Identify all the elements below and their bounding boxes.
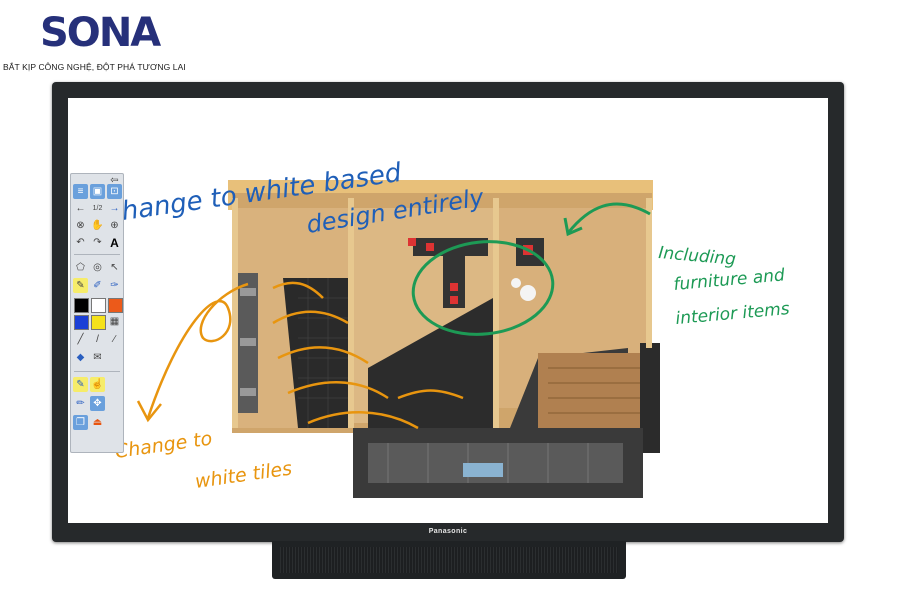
ink-annotations: hange to white based design entirely Inc… — [114, 158, 791, 493]
color-blue-swatch[interactable] — [74, 315, 89, 330]
whiteboard-screen[interactable]: hange to white based design entirely Inc… — [68, 98, 828, 523]
panasonic-brand: Panasonic — [428, 528, 468, 535]
collapse-icon[interactable]: ⇦ — [110, 175, 119, 186]
exit-icon[interactable]: ⏏ — [92, 417, 103, 428]
color-orange-swatch[interactable] — [108, 298, 123, 313]
display-frame: hange to white based design entirely Inc… — [52, 82, 844, 542]
whiteboard-toolbar: ⇦ ≡ ▣ ⊡ ← 1/2 → ⊗ ✋ ⊕ ↶ ↷ A ⬠ ◎ ↖ ✎ ✐ ✑ … — [70, 173, 124, 453]
color-black-swatch[interactable] — [74, 298, 89, 313]
redo-icon[interactable]: ↷ — [93, 237, 102, 248]
orange-tile-marks — [272, 281, 464, 430]
grid-icon[interactable]: ▦ — [109, 316, 120, 327]
color-yellow-swatch[interactable] — [91, 315, 106, 330]
mouse-mode-icon[interactable]: ☝ — [90, 377, 105, 392]
highlighter-icon[interactable]: ✑ — [110, 280, 119, 291]
eraser-icon[interactable]: ◆ — [76, 352, 85, 363]
annotation-right-line3: interior items — [675, 299, 791, 329]
arrow-right-icon[interactable]: → — [109, 203, 120, 214]
page-list-icon[interactable]: ≡ — [73, 184, 88, 199]
logo-text: SONA — [40, 10, 161, 55]
capture-icon[interactable]: ⊡ — [107, 184, 122, 199]
zoom-icon[interactable]: ⊕ — [110, 220, 119, 231]
pen-icon[interactable]: ✎ — [73, 278, 88, 293]
annotation-left-line2: white tiles — [194, 458, 294, 493]
line-thin-icon[interactable]: ∕ — [113, 334, 116, 345]
arrow-left-icon[interactable]: ← — [75, 203, 86, 214]
orange-arrow-mark — [146, 282, 249, 419]
sona-logo: SONA — [40, 10, 163, 55]
select-arrow-icon[interactable]: ↖ — [110, 262, 119, 273]
pen-settings-icon[interactable]: ✏ — [76, 398, 85, 409]
annotation-left-line1: Change to — [114, 428, 214, 463]
envelope-icon[interactable]: ✉ — [93, 352, 102, 363]
hand-icon[interactable]: ✋ — [91, 220, 104, 231]
copy-icon[interactable]: ❐ — [73, 415, 88, 430]
marker-icon[interactable]: ✐ — [93, 280, 102, 291]
image-icon[interactable]: ▣ — [90, 184, 105, 199]
line-thick-icon[interactable]: ╱ — [77, 334, 84, 345]
line-medium-icon[interactable]: / — [96, 334, 99, 345]
green-arrow-mark — [566, 202, 651, 234]
undo-icon[interactable]: ↶ — [76, 237, 85, 248]
lasso-icon[interactable]: ◎ — [93, 262, 102, 273]
move-icon[interactable]: ✥ — [90, 396, 105, 411]
tagline: BẮT KỊP CÔNG NGHỆ, ĐỘT PHÁ TƯƠNG LAI — [3, 62, 186, 72]
green-circle-mark — [411, 240, 555, 336]
speaker-bar — [272, 541, 626, 579]
color-white-swatch[interactable] — [91, 298, 106, 313]
speaker-grille — [280, 547, 618, 573]
delete-icon[interactable]: ⊗ — [76, 220, 85, 231]
annotation-right-line1: Including — [658, 243, 737, 270]
annotation-right-line2: furniture and — [673, 265, 786, 295]
draw-mode-icon[interactable]: ✎ — [73, 377, 88, 392]
shape-icon[interactable]: ⬠ — [76, 262, 85, 273]
text-tool-icon[interactable]: A — [110, 235, 119, 250]
page-indicator: 1/2 — [92, 205, 103, 212]
